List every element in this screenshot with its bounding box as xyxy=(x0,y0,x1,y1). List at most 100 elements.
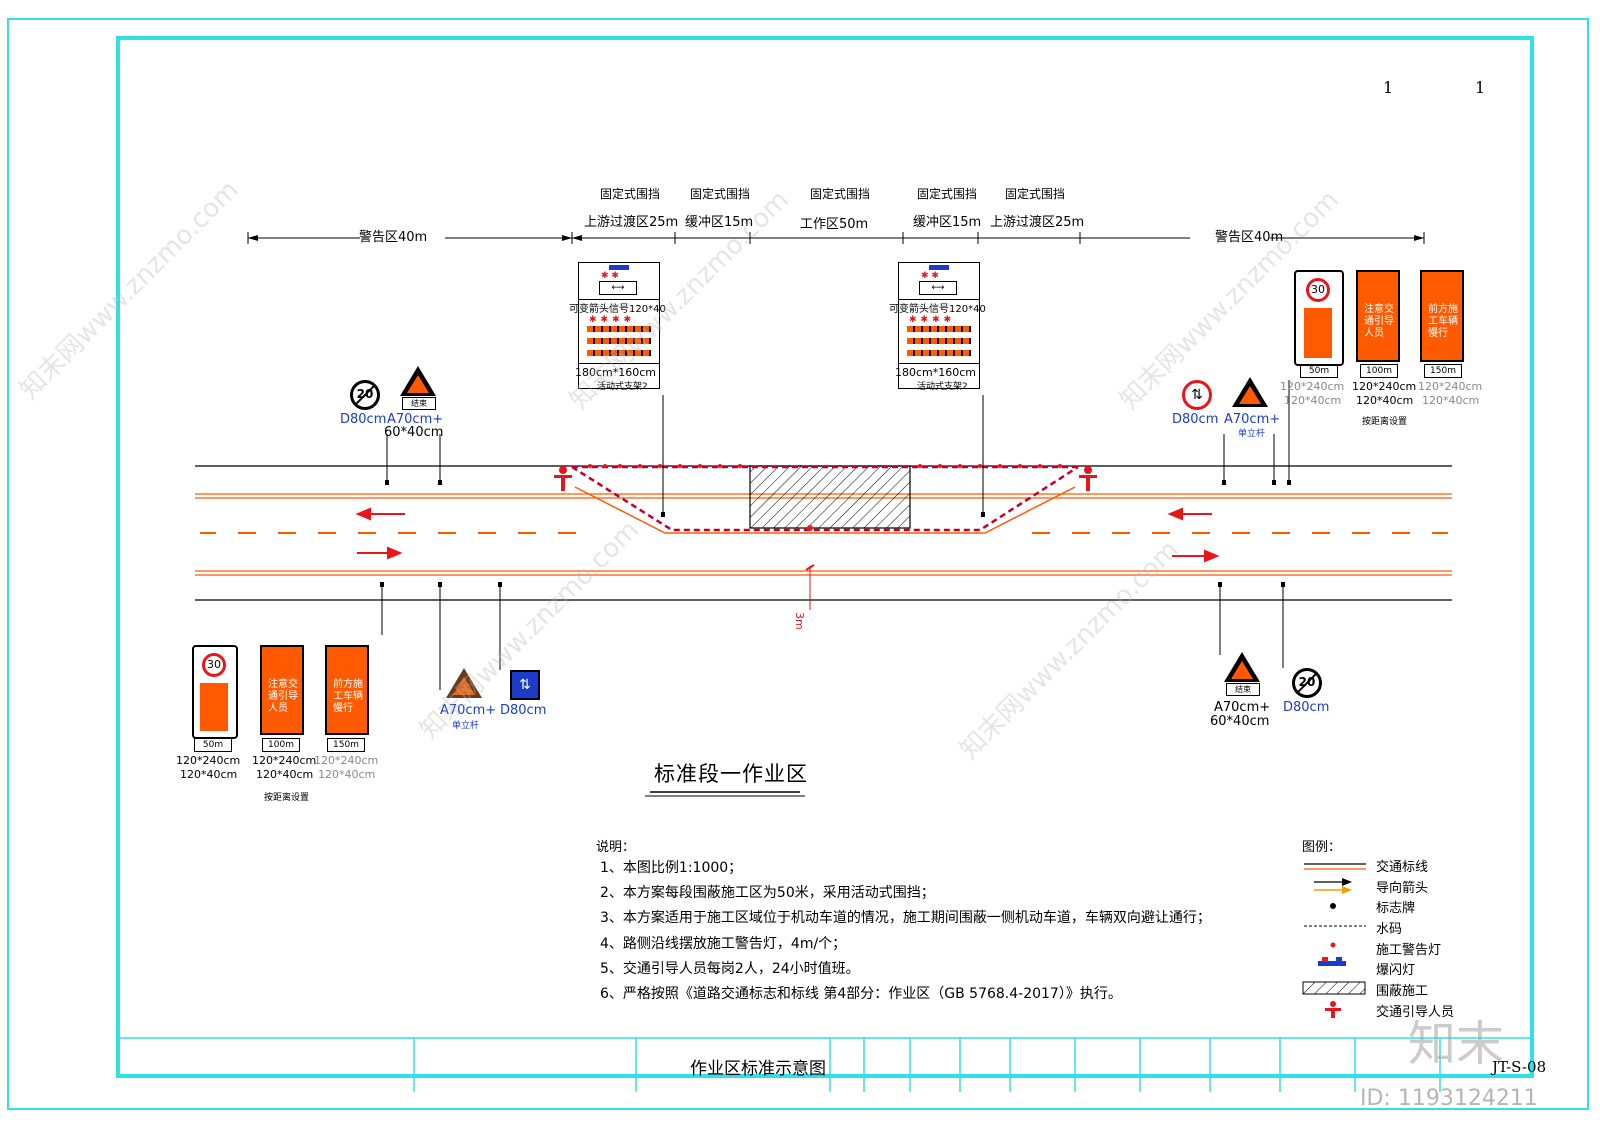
direction-arrows xyxy=(355,507,1220,563)
zone-header-5: 固定式围挡 xyxy=(1005,187,1066,201)
right-top-warn-size: A70cm+ xyxy=(1224,412,1281,427)
size-3b: 120*40cm xyxy=(1422,394,1480,407)
bottom-left-warn-size: A70cm+ xyxy=(440,703,497,718)
zone-work: 工作区50m xyxy=(800,217,869,232)
size-3a: 120*240cm xyxy=(314,754,379,767)
end-limit-sign-icon: 20 xyxy=(350,380,380,410)
page-number-left: 1 xyxy=(1383,78,1394,97)
size-3b: 120*40cm xyxy=(318,768,376,781)
guide-personnel-board: 注意交通引导人员 xyxy=(260,645,304,735)
guide-personnel-board: 注意交通引导人员 xyxy=(1356,270,1400,362)
zone-warning-right: 警告区40m xyxy=(1215,230,1284,245)
zone-header-2: 固定式围挡 xyxy=(690,187,751,201)
size-1b: 120*40cm xyxy=(180,768,238,781)
barrier-stripe xyxy=(587,338,651,344)
note-item-4: 4、路侧沿线摆放施工警告灯，4m/个； xyxy=(600,936,847,952)
left-top-round-size: D80cm xyxy=(340,412,387,427)
light-row-icon: ✱✱✱✱ xyxy=(909,315,956,325)
size-3a: 120*240cm xyxy=(1418,380,1483,393)
group-note: 按距离设置 xyxy=(264,793,310,803)
outer-frame xyxy=(7,18,1589,1110)
zone-header-1: 固定式围挡 xyxy=(600,187,661,201)
barrier-stripe xyxy=(907,326,971,332)
dist-plate-3: 150m xyxy=(1424,364,1462,378)
arrow-board-label: 可变箭头信号120*40 xyxy=(569,304,666,315)
legend-warning-light: 施工警告灯 xyxy=(1376,943,1442,958)
size-2b: 120*40cm xyxy=(256,768,314,781)
slow-down-board: 前方施工车辆慢行 xyxy=(325,645,369,735)
flash-light-icon xyxy=(609,265,629,270)
zone-header-4: 固定式围挡 xyxy=(917,187,978,201)
legend-closure: 围蔽施工 xyxy=(1376,984,1429,999)
group-note: 按距离设置 xyxy=(1362,417,1408,427)
flash-light-icon xyxy=(929,265,949,270)
size-1b: 120*40cm xyxy=(1284,394,1342,407)
light-row-icon: ✱✱✱✱ xyxy=(589,315,636,325)
warning-lights xyxy=(588,464,1062,531)
board-text: 前方施工车辆慢行 xyxy=(333,679,363,714)
legend-flash-light: 爆闪灯 xyxy=(1376,963,1416,978)
barrier-board-left: ✱ ✱ ⟷ 可变箭头信号120*40 ✱✱✱✱ 180cm*160cm 活动式支… xyxy=(569,262,666,392)
speed-limit-board: 30 xyxy=(192,645,238,739)
arrow-board-label: 可变箭头信号120*40 xyxy=(889,304,986,315)
notes-heading: 说明： xyxy=(596,840,636,855)
size-2a: 120*240cm xyxy=(252,754,317,767)
taper-line xyxy=(574,486,1076,534)
traffic-guide-person-left xyxy=(554,466,572,491)
barrier-stripe xyxy=(907,338,971,344)
note-item-6: 6、严格按照《道路交通标志和标线 第4部分：作业区（GB 5768.4-2017… xyxy=(600,986,1122,1002)
note-item-1: 1、本图比例1:1000； xyxy=(600,860,743,876)
size-1a: 120*240cm xyxy=(1280,380,1345,393)
speed-limit-board: 30 xyxy=(1294,270,1344,366)
two-way-traffic-sign-icon: ⇅ xyxy=(510,670,540,700)
board-text: 前方施工车辆慢行 xyxy=(1428,304,1458,339)
warning-light-icon: ✱ ✱ xyxy=(921,271,939,281)
dist-plate-1: 50m xyxy=(1300,364,1338,378)
lane-merge-icon xyxy=(1304,308,1332,358)
zone-header-3: 固定式围挡 xyxy=(810,187,871,201)
barrier-stripe xyxy=(907,350,971,356)
legend-marking: 交通标线 xyxy=(1376,860,1429,875)
speed-value: 30 xyxy=(202,653,226,677)
left-top-warn-size: A70cm+ xyxy=(387,412,444,427)
arrow-board-icon: ⟷ xyxy=(919,281,957,295)
note-item-3: 3、本方案适用于施工区域位于机动车道的情况，施工期间围蔽一侧机动车道，车辆双向避… xyxy=(600,910,1211,926)
barrier-size: 180cm*160cm xyxy=(575,366,657,379)
right-top-warn-sub: 单立杆 xyxy=(1238,429,1266,439)
end-plate: 结束 xyxy=(402,397,436,410)
left-top-warn-dims: 60*40cm xyxy=(384,425,444,440)
barrier-line xyxy=(571,465,1079,532)
barrier-board-right: ✱ ✱ ⟷ 可变箭头信号120*40 ✱✱✱✱ 180cm*160cm 活动式支… xyxy=(889,262,986,392)
road-offset: 3m xyxy=(793,612,806,630)
barrier-size: 180cm*160cm xyxy=(895,366,977,379)
lane-merge-icon xyxy=(200,683,228,731)
warning-fill xyxy=(1231,661,1253,679)
slow-down-board: 前方施工车辆慢行 xyxy=(1420,270,1464,362)
sign-posts xyxy=(381,380,1290,690)
note-item-2: 2、本方案每段围蔽施工区为50米，采用活动式围挡； xyxy=(600,885,935,901)
end-limit-sign-icon: 20 xyxy=(1292,668,1322,698)
speed-value: 30 xyxy=(1306,278,1330,302)
warning-light-icon: ✱ ✱ xyxy=(601,271,619,281)
warning-fill xyxy=(407,375,429,393)
zone-transition-right: 上游过渡区25m xyxy=(990,215,1085,230)
note-item-5: 5、交通引导人员每岗2人，24小时值班。 xyxy=(600,961,860,977)
traffic-guide-person-right xyxy=(1079,466,1097,491)
barrier-sub: 活动式支架2 xyxy=(597,382,648,392)
barrier-stripe xyxy=(587,326,651,332)
dist-plate-2: 100m xyxy=(262,738,300,752)
dimension-arrowheads xyxy=(248,235,1424,241)
right-top-round-size: D80cm xyxy=(1172,412,1219,427)
dist-plate-2: 100m xyxy=(1360,364,1398,378)
watermark-id: ID: 1193124211 xyxy=(1360,1086,1538,1111)
road-edges xyxy=(195,465,1452,601)
board-text: 注意交通引导人员 xyxy=(1364,304,1394,339)
warning-fill xyxy=(1239,386,1261,404)
legend-traffic-guide: 交通引导人员 xyxy=(1376,1005,1455,1020)
dist-plate-1: 50m xyxy=(194,738,232,752)
drawing-number: JT-S-08 xyxy=(1492,1058,1547,1076)
section-title: 标准段一作业区 xyxy=(654,762,808,786)
legend-sign: 标志牌 xyxy=(1376,901,1416,916)
bottom-left-warn-sub: 单立杆 xyxy=(452,721,480,731)
arrow-board-icon: ⟷ xyxy=(599,281,637,295)
